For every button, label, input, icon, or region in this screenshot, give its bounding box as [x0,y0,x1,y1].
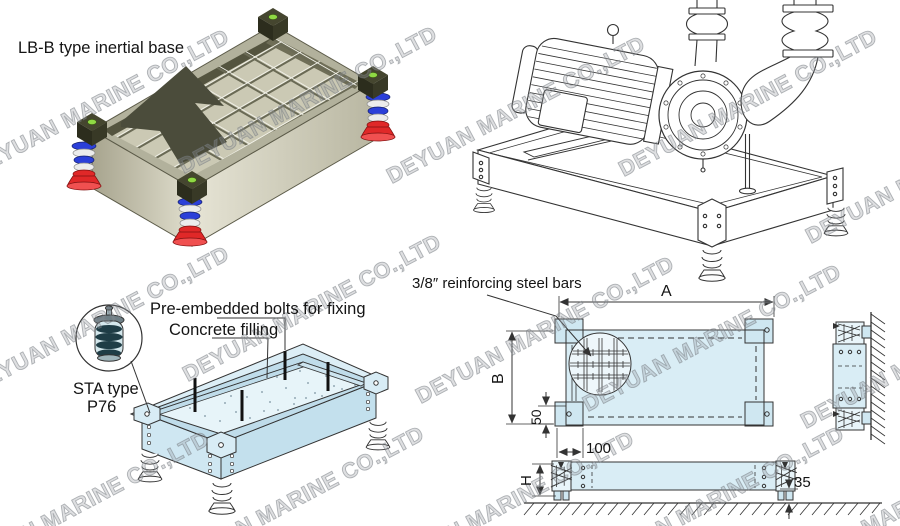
sta-model-label: P76 [87,398,117,416]
iso-base-illustration [66,8,396,247]
dim-h-label: H [518,475,535,486]
concrete-filling-label: Concrete filling [169,321,279,339]
dim-100-label: 100 [586,440,612,457]
dim-50-label: 50 [528,409,544,425]
pump-assembly-illustration [472,0,849,282]
dim-35-label: 35 [794,474,811,491]
pre-embedded-bolts [193,351,330,421]
sta-detail-circle [75,304,151,414]
dim-b-label: B [490,373,507,384]
sta-type-label: STA type [73,380,139,398]
cutaway-illustration [75,304,391,515]
corner-cap [77,8,388,204]
dimension-drawing [486,294,886,519]
iso-base-label: LB-B type inertial base [18,39,185,57]
dim-a-label: A [661,283,672,300]
rebar-label: 3/8″ reinforcing steel bars [412,275,582,292]
pre-embedded-bolts-label: Pre-embedded bolts for fixing [150,300,366,318]
